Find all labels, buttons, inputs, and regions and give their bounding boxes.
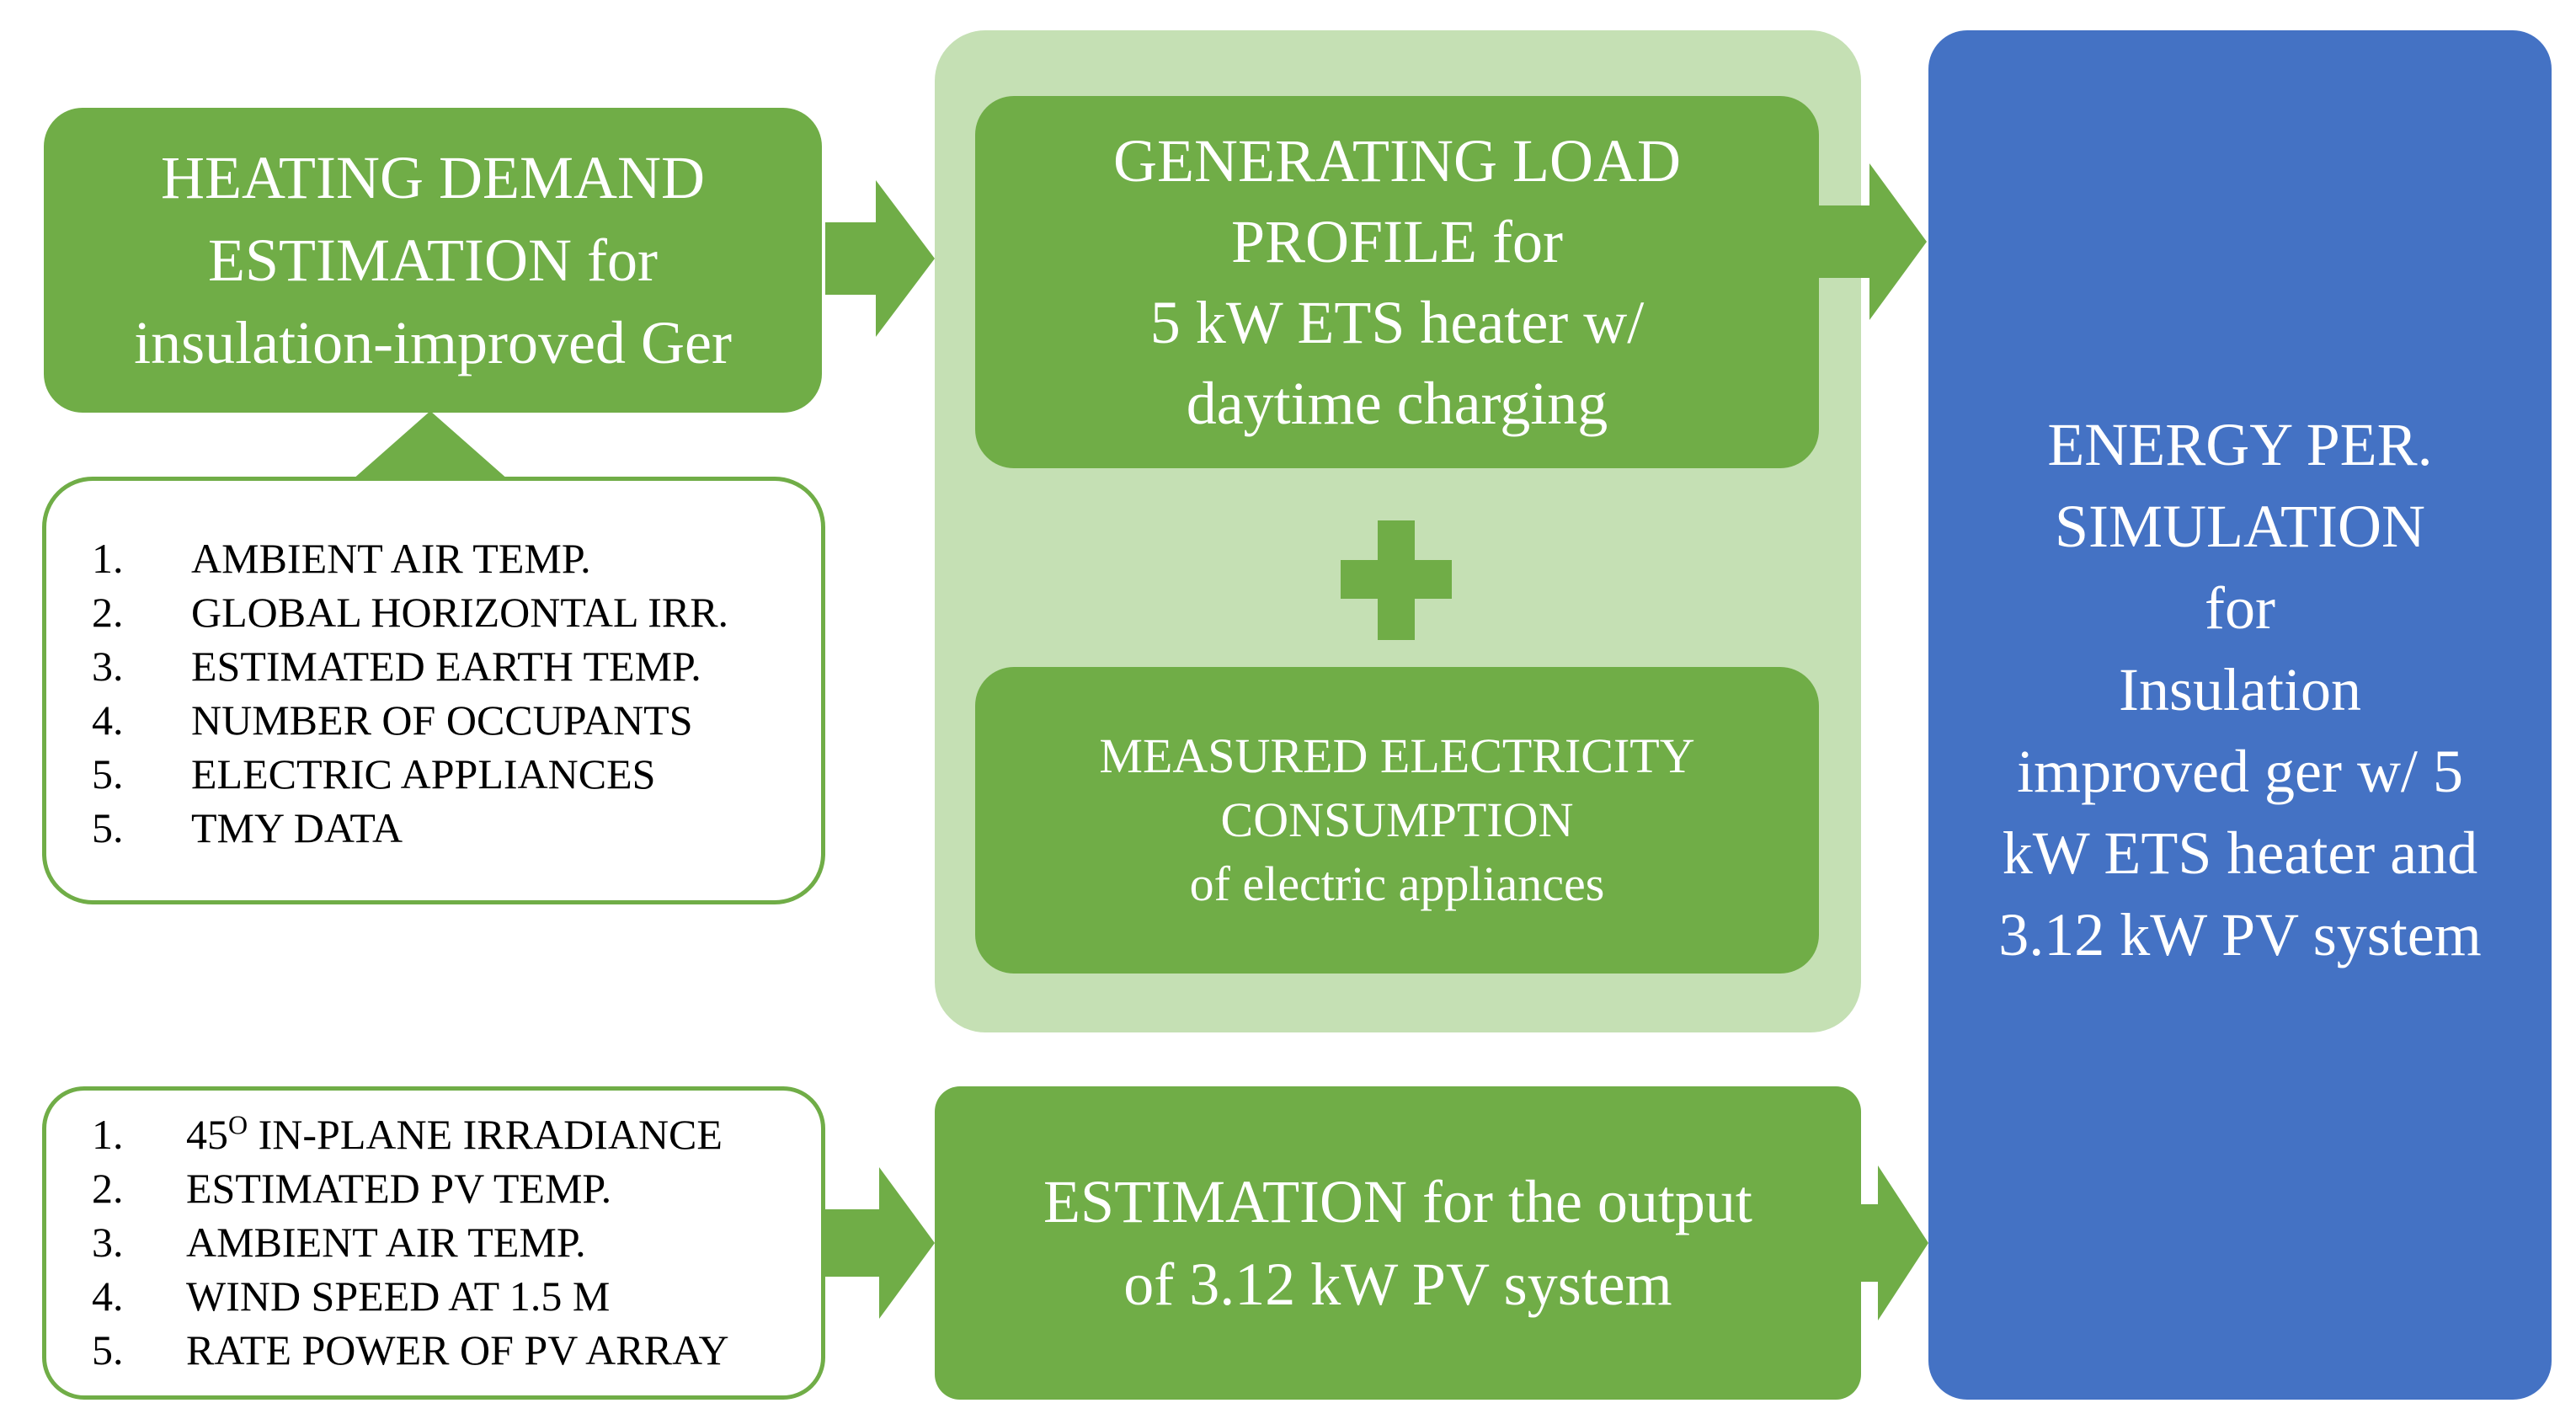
item-number: 1.: [92, 1111, 124, 1158]
pv-estimation-box: ESTIMATION for the output of 3.12 kW PV …: [935, 1086, 1861, 1400]
simulation-line-5: improved ger w/ 5: [2017, 737, 2463, 805]
item-number: 5.: [92, 750, 124, 798]
pv-estimation-text: ESTIMATION for the output of 3.12 kW PV …: [1043, 1160, 1752, 1326]
measured-line-3: of electric appliances: [1189, 856, 1605, 911]
measured-consumption-box: MEASURED ELECTRICITY CONSUMPTION of elec…: [975, 667, 1819, 974]
simulation-line-3: for: [2205, 573, 2275, 642]
item-text: ESTIMATED EARTH TEMP.: [191, 643, 701, 690]
simulation-text: ENERGY PER. SIMULATION for Insulation im…: [1998, 404, 2481, 976]
item-text: ESTIMATED PV TEMP.: [186, 1165, 612, 1212]
measured-line-1: MEASURED ELECTRICITY: [1099, 728, 1695, 783]
simulation-box: ENERGY PER. SIMULATION for Insulation im…: [1928, 30, 2552, 1400]
up-arrow-icon: [352, 411, 509, 480]
simulation-line-6: kW ETS heater and: [2002, 819, 2478, 887]
right-arrow-icon: [1819, 163, 1927, 320]
list-item: 5. ELECTRIC APPLIANCES: [92, 747, 821, 801]
item-number: 2.: [92, 1165, 124, 1212]
list-item: 5. TMY DATA: [92, 801, 821, 855]
load-profile-line-3: 5 kW ETS heater w/: [1149, 289, 1645, 356]
right-arrow-icon: [1861, 1166, 1928, 1320]
list-item: 1. 45O IN-PLANE IRRADIANCE: [92, 1107, 821, 1161]
heating-demand-line-2: ESTIMATION for: [208, 227, 658, 294]
list-item: 3. AMBIENT AIR TEMP.: [92, 1215, 821, 1269]
pv-inputs-box: 1. 45O IN-PLANE IRRADIANCE 2. ESTIMATED PV…: [42, 1086, 825, 1400]
heating-inputs-list: 1. AMBIENT AIR TEMP. 2. GLOBAL HORIZONTAL …: [92, 531, 821, 855]
pv-estimation-line-1: ESTIMATION for the output: [1043, 1168, 1752, 1235]
load-profile-line-2: PROFILE for: [1230, 208, 1563, 275]
list-item: 1. AMBIENT AIR TEMP.: [92, 531, 821, 585]
item-number: 5.: [92, 804, 124, 851]
right-arrow-icon: [825, 1167, 935, 1319]
item-text-value: 45: [186, 1111, 228, 1158]
item-number: 5.: [92, 1326, 124, 1374]
list-item: 2. GLOBAL HORIZONTAL IRR.: [92, 585, 821, 639]
list-item: 3. ESTIMATED EARTH TEMP.: [92, 639, 821, 693]
heating-demand-box: HEATING DEMAND ESTIMATION for insulation…: [44, 108, 822, 413]
item-text: TMY DATA: [191, 804, 403, 851]
item-text: ELECTRIC APPLIANCES: [191, 750, 656, 798]
simulation-line-4: Insulation: [2119, 655, 2361, 723]
pv-estimation-line-2: of 3.12 kW PV system: [1123, 1251, 1672, 1318]
list-item: 5. RATE POWER OF PV ARRAY: [92, 1323, 821, 1377]
heating-inputs-box: 1. AMBIENT AIR TEMP. 2. GLOBAL HORIZONTAL …: [42, 477, 825, 904]
item-number: 1.: [92, 535, 124, 582]
list-item: 2. ESTIMATED PV TEMP.: [92, 1161, 821, 1215]
item-number: 2.: [92, 589, 124, 636]
item-text: RATE POWER OF PV ARRAY: [186, 1326, 729, 1374]
item-text: NUMBER OF OCCUPANTS: [191, 696, 693, 744]
list-item: 4. NUMBER OF OCCUPANTS: [92, 693, 821, 747]
item-number: 3.: [92, 643, 124, 690]
heating-demand-line-1: HEATING DEMAND: [161, 144, 705, 211]
plus-icon: [1341, 520, 1452, 640]
simulation-line-7: 3.12 kW PV system: [1998, 900, 2482, 968]
item-number: 3.: [92, 1219, 124, 1266]
right-arrow-icon: [825, 180, 935, 337]
heating-demand-line-3: insulation-improved Ger: [134, 309, 732, 376]
item-text: AMBIENT AIR TEMP.: [186, 1219, 586, 1266]
degree-superscript: O: [228, 1109, 248, 1140]
heating-demand-text: HEATING DEMAND ESTIMATION for insulation…: [134, 136, 732, 384]
load-profile-line-4: daytime charging: [1186, 370, 1608, 437]
pv-inputs-list: 1. 45O IN-PLANE IRRADIANCE 2. ESTIMATED PV…: [92, 1107, 821, 1377]
simulation-line-1: ENERGY PER.: [2047, 410, 2433, 478]
item-text-rest: IN-PLANE IRRADIANCE: [248, 1111, 723, 1158]
load-profile-box: GENERATING LOAD PROFILE for 5 kW ETS hea…: [975, 96, 1819, 468]
list-item: 4. WIND SPEED AT 1.5 M: [92, 1269, 821, 1323]
measured-consumption-text: MEASURED ELECTRICITY CONSUMPTION of elec…: [1099, 724, 1694, 916]
item-number: 4.: [92, 1272, 124, 1320]
item-text: GLOBAL HORIZONTAL IRR.: [191, 589, 729, 636]
item-text: WIND SPEED AT 1.5 M: [186, 1272, 611, 1320]
item-number: 4.: [92, 696, 124, 744]
item-text: 45O IN-PLANE IRRADIANCE: [186, 1107, 723, 1161]
load-profile-line-1: GENERATING LOAD: [1113, 127, 1681, 195]
item-text: AMBIENT AIR TEMP.: [191, 535, 591, 582]
measured-line-2: CONSUMPTION: [1220, 792, 1574, 847]
load-profile-text: GENERATING LOAD PROFILE for 5 kW ETS hea…: [1113, 120, 1681, 444]
simulation-line-2: SIMULATION: [2055, 492, 2425, 560]
